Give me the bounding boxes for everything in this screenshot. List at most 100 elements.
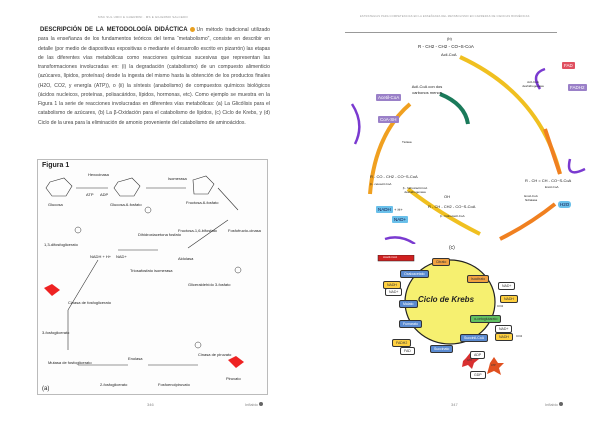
label-13bpg: 1,3-difosfoglicerato <box>44 242 78 247</box>
cofactor-nad-2: NAD+ <box>495 325 513 333</box>
figure-title: Figura 1 <box>42 162 70 169</box>
fadh2-badge: FADH2 <box>568 84 587 91</box>
ketoacyl-formula: R - CO - CH2 - CO~S-CoA <box>370 174 418 179</box>
krebs-title: Ciclo de Krebs <box>418 295 475 304</box>
bullet-icon <box>189 27 195 33</box>
glycolysis-figure: Figura 1 Glucosa Glucosa-6-fosfato Fruct… <box>37 159 268 395</box>
cofactor-gtp: GTP <box>467 359 473 362</box>
footer-brand-text: Inflabio <box>245 402 258 407</box>
intermediate-isocitrato: Isocitrato <box>467 275 490 283</box>
label-nad: NAD+ <box>116 254 127 259</box>
label-dhap: Dihidroxiacetona fosfato <box>138 232 181 237</box>
enoyl-coa-formula: R - CH = CH - CO~S-CoA <box>525 178 572 183</box>
hydroxyacyl-name: β - hidroxiacil-CoA <box>440 214 465 218</box>
cofactor-fadh2: FADH2 <box>392 339 412 347</box>
cofactor-nadh-1: NADH <box>500 295 518 303</box>
body-text: Un método tradicional utilizado para la … <box>38 27 270 126</box>
cofactor-nad-3: NAD+ <box>385 288 403 296</box>
nadh-badge: NADH <box>376 206 393 213</box>
label-mutasa: Mutasa de fosfoglicerato <box>48 360 92 365</box>
cofactor-nadh-2: NADH <box>495 333 513 341</box>
right-running-header: ESTRATEGIAS PARA COMPETENCIAS EN LA ENSE… <box>360 15 530 18</box>
acetyl-coa-label: Acetil-CoA <box>383 255 398 259</box>
hydroxy-dh-label: β - hidroxiacil-CoA deshidrogenasa <box>402 186 428 194</box>
acyl-coa-formula: R - CH2 - CH2 - CO~S-CoA <box>418 44 474 49</box>
ketoacyl-name: β - cetoacil-CoA <box>370 182 392 186</box>
thiolase-label: Tiolasa <box>402 140 412 144</box>
label-f16bp: Fructosa-1,6-bifosfato <box>178 228 217 233</box>
cofactor-adp: ADP <box>470 351 486 359</box>
brand-logo-icon <box>259 402 264 406</box>
arrow-cycle <box>439 92 470 125</box>
cofactor-fad: FAD <box>400 347 415 355</box>
coa-sh-badge: CoA-SH <box>378 116 399 123</box>
intermediate-citrato: Citrato <box>432 258 451 266</box>
label-pfk: Fosfofructo-cinasa <box>228 228 261 233</box>
left-footer-brand: Inflabio <box>245 402 264 407</box>
label-atp: ATP <box>86 192 94 197</box>
label-f6p: Fructosa-6-fosfato <box>186 200 219 205</box>
arrow-hydration <box>499 202 557 241</box>
gtp-burst-icon <box>462 353 479 369</box>
intermediate-oxaloacetato: Oxaloacetato <box>400 270 429 278</box>
arrow-oxidation <box>406 187 481 236</box>
label-tpi: Triosafosfato isomerasa <box>130 268 173 273</box>
label-enolasa: Enolasa <box>128 356 143 361</box>
label-g3p: Gliceraldehído 3-fosfato <box>188 282 231 287</box>
acyl-coa-shortened: Acil-CoA con dos carbonos menos <box>411 84 443 95</box>
acetyl-coa-badge: Acetil-CoA <box>376 94 402 101</box>
nad-badge: NAD+ <box>392 216 409 223</box>
label-2pg: 2-fosfoglicerato <box>100 382 128 387</box>
co2-label-2: CO2 <box>516 334 523 338</box>
atp-burst-icon <box>487 357 504 375</box>
footer-brand-text: Inflabio <box>545 402 558 407</box>
panel-c-label: (c) <box>449 245 455 251</box>
label-piruvato: Piruvato <box>226 376 241 381</box>
label-g6p: Glucosa-6-fosfato <box>110 202 142 207</box>
cofactor-atp: ATP <box>491 364 496 367</box>
label-glucosa: Glucosa <box>48 202 63 207</box>
dehydrogenase-label: Acil-CoA deshidrogenasa <box>522 80 544 88</box>
label-3pg: 3-fosfoglicerato <box>42 330 70 335</box>
cofactor-nadh-3: NADH <box>383 281 401 289</box>
intermediate-fumarato: Fumarato <box>399 320 422 328</box>
hydroxy-oh: OH <box>444 194 450 199</box>
krebs-cycle-diagram: Ciclo de Krebs Acetil-CoA Citrato Isocit… <box>370 255 570 385</box>
figure-panel-label: (a) <box>42 386 50 392</box>
beta-oxidation-diagram: (b) R - CH2 - CH2 - CO~S-CoA Acil-CoA Ac… <box>340 34 590 244</box>
cofactor-nad-1: NAD+ <box>498 282 516 290</box>
beta-oxidation-arrows <box>350 55 586 244</box>
co2-label-1: CO2 <box>497 304 504 308</box>
intermediate-malato: Malato <box>399 300 418 308</box>
label-isomerasa: Isomerasa <box>168 176 187 181</box>
arrow-dehydrogenation <box>459 55 562 175</box>
intermediate-alpha-ketoglutarate: α-cetoglutarato <box>470 315 502 323</box>
panel-b-label: (b) <box>447 36 452 41</box>
header-rule <box>345 32 557 33</box>
label-nadh: NADH + H+ <box>90 254 112 259</box>
label-cinasa-pg: Cinasa de fosfoglicerato <box>68 300 111 305</box>
fad-badge: FAD <box>562 62 575 69</box>
acyl-coa-name: Acil-CoA <box>441 52 457 57</box>
label-cinasa-piruvato: Cinasa de piruvato <box>198 352 232 357</box>
hplus-label: + H+ <box>394 207 403 212</box>
label-hexocinasa: Hexocinasa <box>88 172 109 177</box>
brand-logo-icon <box>559 402 564 406</box>
arrow-thiolysis <box>368 102 412 195</box>
right-page-number: 347 <box>451 402 458 407</box>
cofactor-gdp: GDP <box>470 371 486 379</box>
left-running-header: MSC SUL URIO E GUERRINI · MS E GILIERMO … <box>98 15 188 19</box>
section-heading: DESCRIPCIÓN DE LA METODOLOGÍA DIDÁCTICA <box>40 27 188 33</box>
glycolysis-diagram <box>44 175 244 368</box>
enoyl-coa-name: Enoil-CoA <box>545 185 559 189</box>
label-adp: ADP <box>100 192 109 197</box>
hydratase-label: Enoil-CoA hidratasa <box>524 194 538 202</box>
acetyl-coa-box <box>377 255 415 262</box>
h2o-badge: H2O <box>558 201 572 208</box>
intermediate-succinato: Succinato <box>430 345 454 353</box>
intermediate-succinil-coa: Succinil-CoA <box>460 334 489 342</box>
left-page-number: 346 <box>147 402 154 407</box>
right-footer-brand: Inflabio <box>545 402 564 407</box>
label-aldolasa: Aldolasa <box>178 256 194 261</box>
